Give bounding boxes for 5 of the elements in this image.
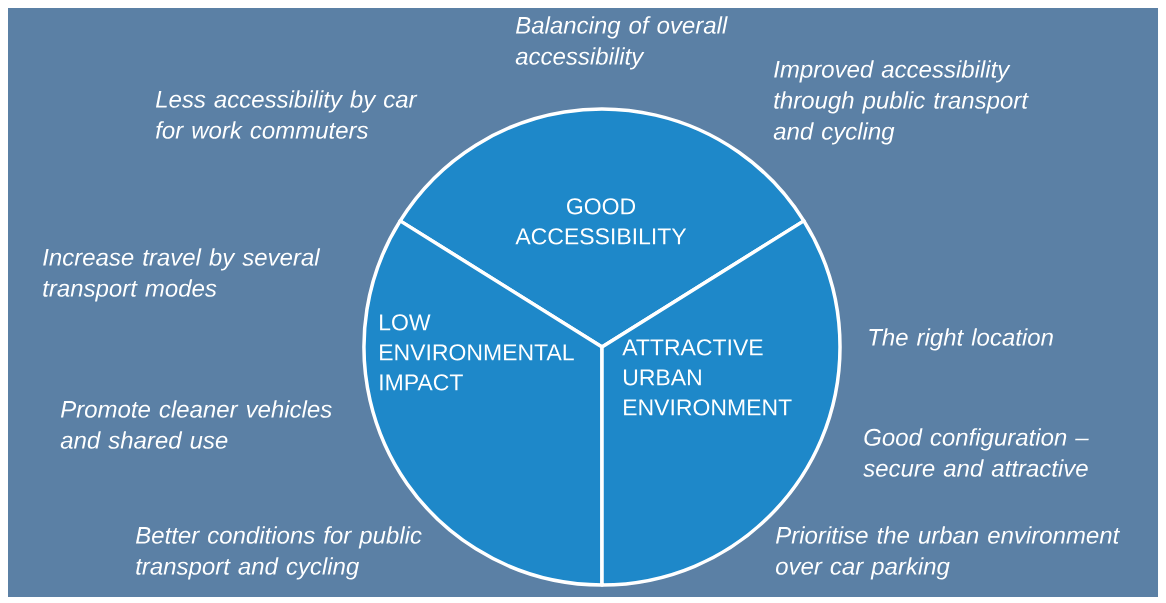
note-text: Promote cleaner vehicles and shared use — [60, 400, 332, 449]
note-text: Good configuration – secure and attractive — [863, 428, 1089, 477]
note-text: Increase travel by several transport modes — [43, 248, 321, 302]
note-text: The right location — [869, 328, 1053, 351]
note-text: Balancing of overall accessibility — [515, 16, 728, 70]
